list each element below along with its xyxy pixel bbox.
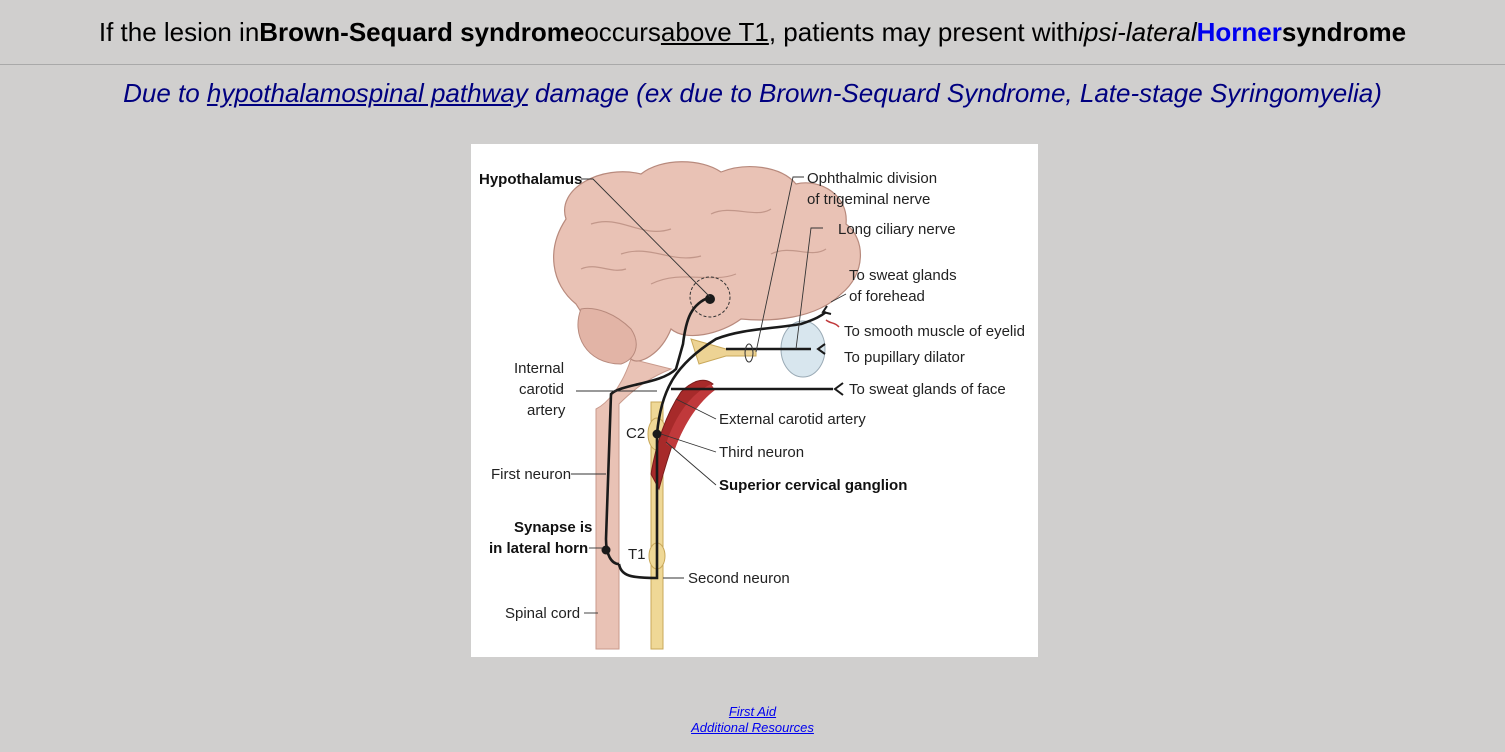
header-horner: Horner [1196,16,1282,47]
hypothalamus-neuron-dot [705,294,715,304]
subtitle-text-1: Due to [123,78,207,108]
label-external-carotid: External carotid artery [719,411,866,428]
external-carotid-shape [666,384,715,449]
leader-lines [571,176,847,614]
forehead-arrow [821,305,832,315]
label-synapse-1: Synapse is [514,519,592,536]
cerebellum-shape [577,307,637,365]
label-third-neuron: Third neuron [719,444,804,461]
label-sweat-face: To sweat glands of face [849,381,1006,398]
label-internal-carotid-3: artery [527,402,566,419]
spinal-cord-shape [595,358,673,650]
label-smooth-muscle: To smooth muscle of eyelid [844,323,1025,340]
horner-pathway-diagram: Hypothalamus Ophthalmic division of trig… [471,144,1038,657]
header-syndrome-bold: Brown-Sequard syndrome [259,16,585,47]
header-above-t1: above T1 [660,16,769,47]
label-ophthalmic-1: Ophthalmic division [807,170,937,187]
header-syndrome-word: syndrome [1281,16,1407,47]
subtitle: Due to hypothalamospinal pathway damage … [0,78,1505,109]
label-sweat-forehead-2: of forehead [849,288,925,305]
first-aid-link[interactable]: First Aid [728,704,777,719]
header-ipsilateral: ipsi-lateral [1078,16,1197,47]
second-neuron-path [617,434,659,580]
label-spinal-cord: Spinal cord [505,605,580,622]
brain-gyri [580,208,827,285]
label-second-neuron: Second neuron [688,570,790,587]
subtitle-pathway: hypothalamospinal pathway [206,78,528,108]
header-text-3: occurs [584,16,661,47]
label-ophthalmic-2: of trigeminal nerve [807,191,930,208]
label-long-ciliary: Long ciliary nerve [838,221,956,238]
diagram-svg: Hypothalamus Ophthalmic division of trig… [479,161,1025,650]
long-ciliary-loop [744,343,754,363]
eyelid-arrow [825,319,840,328]
carotid-arteries [650,379,714,491]
header-banner: If the lesion in Brown-Sequard syndrome … [0,0,1505,65]
label-t1: T1 [628,546,646,563]
lateral-horn-dot [601,545,611,555]
label-internal-carotid-1: Internal [514,360,564,377]
header-text-5: , patients may present with [768,16,1079,47]
superior-ganglion-dot [652,429,662,439]
label-pupillary: To pupillary dilator [844,349,965,366]
label-hypothalamus: Hypothalamus [479,171,582,188]
label-synapse-2: in lateral horn [489,540,588,557]
pupillary-arrow [816,343,826,355]
label-internal-carotid-2: carotid [519,381,564,398]
hypothalamus-region [689,276,731,318]
label-c2: C2 [626,425,645,442]
footer-links: First Aid Additional Resources [0,704,1505,736]
sweat-face-arrow [833,382,844,396]
header-text-1: If the lesion in [98,16,260,47]
label-sweat-forehead-1: To sweat glands [849,267,957,284]
subtitle-text-3: damage (ex due to Brown-Sequard Syndrome… [527,78,1382,108]
additional-resources-link[interactable]: Additional Resources [691,720,814,735]
label-first-neuron: First neuron [491,466,571,483]
label-superior-ganglion: Superior cervical ganglion [719,477,907,494]
third-neuron-path [655,310,833,435]
first-neuron-path [604,295,711,566]
